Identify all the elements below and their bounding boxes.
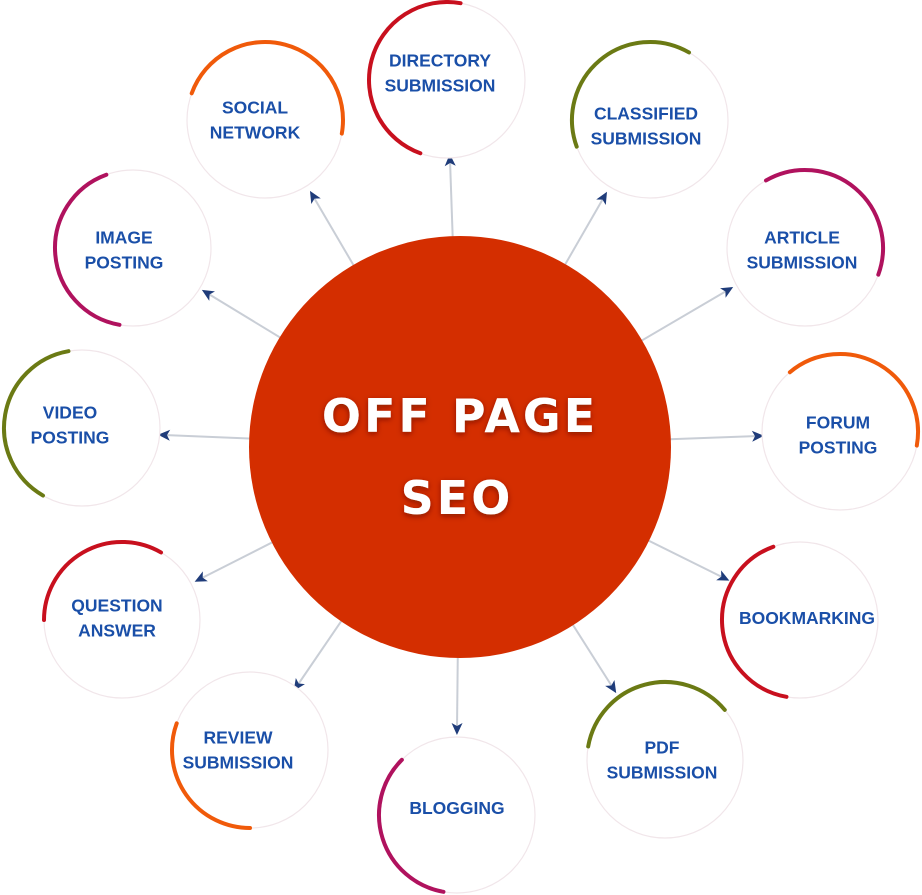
node-label: SUBMISSION — [591, 129, 702, 149]
arrowhead-icon — [194, 571, 208, 582]
node-pdf: PDF SUBMISSION — [586, 680, 744, 839]
arrowhead-icon — [720, 286, 734, 298]
node-review: REVIEW SUBMISSION — [170, 671, 329, 830]
node-label: SOCIAL — [222, 98, 288, 118]
node-accent-arc — [570, 40, 691, 149]
node-label: NETWORK — [210, 123, 301, 143]
node-social: SOCIAL NETWORK — [186, 40, 345, 199]
node-label: VIDEO — [43, 403, 97, 423]
node-label: QUESTION — [71, 596, 162, 616]
node-accent-arc — [189, 40, 345, 136]
node-blogging: BLOGGING — [377, 736, 536, 894]
node-label: SUBMISSION — [607, 763, 718, 783]
node-label: POSTING — [31, 428, 110, 448]
node-label: POSTING — [799, 438, 878, 458]
node-label: POSTING — [85, 253, 164, 273]
node-classified: CLASSIFIED SUBMISSION — [570, 40, 729, 199]
arrowhead-icon — [716, 570, 730, 581]
arrowhead-icon — [201, 289, 215, 301]
node-accent-arc — [53, 172, 122, 327]
node-label: FORUM — [806, 413, 870, 433]
node-directory: DIRECTORY SUBMISSION — [367, 0, 526, 159]
arrowhead-icon — [451, 722, 463, 735]
arrowhead-icon — [309, 190, 321, 204]
node-label: ARTICLE — [764, 228, 840, 248]
node-bookmarking: BOOKMARKING — [720, 541, 879, 699]
node-accent-arc — [2, 349, 71, 498]
node-label: CLASSIFIED — [594, 104, 698, 124]
center-circle — [249, 236, 671, 658]
node-accent-arc — [367, 0, 463, 156]
node-label: SUBMISSION — [183, 753, 294, 773]
node-label: REVIEW — [203, 728, 273, 748]
node-accent-arc — [42, 540, 163, 622]
node-accent-arc — [787, 352, 920, 448]
node-label: BOOKMARKING — [739, 608, 875, 628]
node-image: IMAGE POSTING — [53, 169, 212, 327]
node-accent-arc — [764, 168, 885, 277]
node-label: PDF — [645, 738, 680, 758]
node-label: SUBMISSION — [385, 76, 496, 96]
center-title-line1: OFF PAGE — [322, 389, 598, 443]
node-label: IMAGE — [95, 228, 152, 248]
node-forum: FORUM POSTING — [761, 352, 920, 511]
node-label: ANSWER — [78, 621, 156, 641]
arrowhead-icon — [751, 430, 764, 442]
center-hub: OFF PAGE SEO — [249, 236, 671, 658]
node-video: VIDEO POSTING — [2, 349, 161, 507]
center-title-line2: SEO — [401, 471, 514, 525]
node-question: QUESTION ANSWER — [42, 540, 201, 699]
node-label: DIRECTORY — [389, 51, 491, 71]
arrowhead-icon — [596, 191, 607, 205]
node-accent-arc — [377, 757, 446, 894]
node-accent-arc — [586, 680, 727, 749]
node-label: SUBMISSION — [747, 253, 858, 273]
node-label: BLOGGING — [409, 798, 504, 818]
node-accent-arc — [170, 721, 252, 830]
node-accent-arc — [720, 544, 789, 699]
node-article: ARTICLE SUBMISSION — [726, 168, 885, 327]
arrowhead-icon — [158, 429, 171, 441]
arrowhead-icon — [605, 679, 617, 694]
arrowhead-icon — [444, 154, 456, 167]
